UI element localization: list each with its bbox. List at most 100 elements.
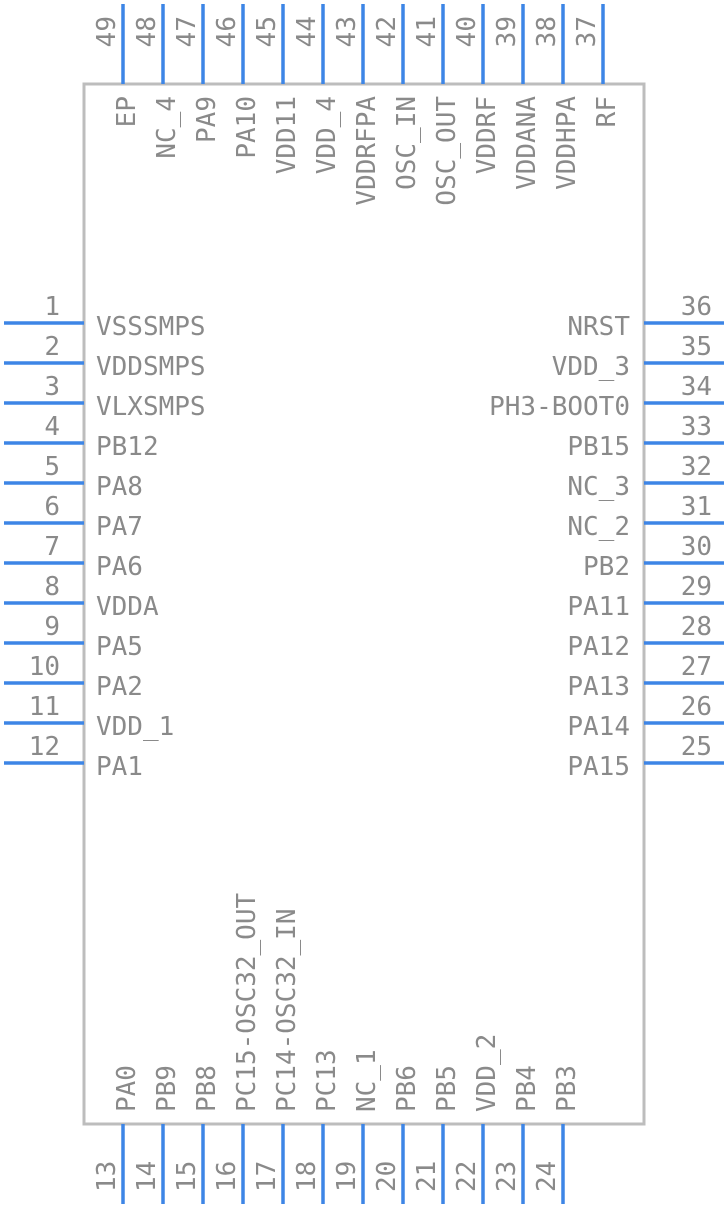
pin-label-vdd-1: VDD_1 — [96, 712, 174, 742]
pin-label-pb6: PB6 — [392, 1065, 422, 1112]
pin-label-pa5: PA5 — [96, 632, 143, 662]
pin-label-pa1: PA1 — [96, 752, 143, 782]
pin-number-20: 20 — [372, 1161, 402, 1192]
pin-label-pa0: PA0 — [112, 1065, 142, 1112]
pin-number-16: 16 — [212, 1161, 242, 1192]
pin-label-pa7: PA7 — [96, 512, 143, 542]
pin-label-pa10: PA10 — [232, 96, 262, 159]
pin-label-vdda: VDDA — [96, 592, 159, 622]
pin-number-4: 4 — [44, 412, 60, 442]
pin-number-46: 46 — [212, 16, 242, 47]
pin-number-27: 27 — [681, 652, 712, 682]
pin-number-23: 23 — [492, 1161, 522, 1192]
pin-number-47: 47 — [172, 16, 202, 47]
pin-number-21: 21 — [412, 1161, 442, 1192]
pin-number-18: 18 — [292, 1161, 322, 1192]
pin-label-pc15-osc32-out: PC15-OSC32_OUT — [232, 893, 262, 1112]
pin-label-pa9: PA9 — [192, 96, 222, 143]
pin-label-nrst: NRST — [567, 312, 630, 342]
pin-number-28: 28 — [681, 612, 712, 642]
pin-number-7: 7 — [44, 532, 60, 562]
pin-number-40: 40 — [452, 16, 482, 47]
pin-number-49: 49 — [92, 16, 122, 47]
pin-label-nc-1: NC_1 — [352, 1049, 382, 1112]
pins-layer: 1VSSSMPS2VDDSMPS3VLXSMPS4PB125PA86PA77PA… — [4, 4, 724, 1204]
pin-label-pb15: PB15 — [567, 432, 630, 462]
pin-label-vddhpa: VDDHPA — [552, 96, 582, 190]
pin-number-8: 8 — [44, 572, 60, 602]
pin-label-pc14-osc32-in: PC14-OSC32_IN — [272, 909, 302, 1113]
pin-number-13: 13 — [92, 1161, 122, 1192]
pin-label-vdd-2: VDD_2 — [472, 1034, 502, 1112]
pin-label-pb9: PB9 — [152, 1065, 182, 1112]
pin-number-3: 3 — [44, 372, 60, 402]
pin-label-pb12: PB12 — [96, 432, 159, 462]
pin-label-pb5: PB5 — [432, 1065, 462, 1112]
pin-label-pb8: PB8 — [192, 1065, 222, 1112]
pin-number-22: 22 — [452, 1161, 482, 1192]
pin-label-pb4: PB4 — [512, 1065, 542, 1112]
pin-number-41: 41 — [412, 16, 442, 47]
pin-label-pa13: PA13 — [567, 672, 630, 702]
pin-label-vddsmps: VDDSMPS — [96, 352, 206, 382]
pin-number-44: 44 — [292, 16, 322, 47]
pin-label-pb3: PB3 — [552, 1065, 582, 1112]
pin-label-osc-in: OSC_IN — [392, 96, 422, 190]
pin-number-24: 24 — [532, 1161, 562, 1192]
pin-number-6: 6 — [44, 492, 60, 522]
pin-number-34: 34 — [681, 372, 712, 402]
pin-number-1: 1 — [44, 292, 60, 322]
pin-number-29: 29 — [681, 572, 712, 602]
pin-label-vdd-3: VDD_3 — [552, 352, 630, 382]
pin-number-38: 38 — [532, 16, 562, 47]
pin-number-26: 26 — [681, 692, 712, 722]
pin-number-31: 31 — [681, 492, 712, 522]
pin-label-pc13: PC13 — [312, 1049, 342, 1112]
pin-label-pa11: PA11 — [567, 592, 630, 622]
pin-number-37: 37 — [572, 16, 602, 47]
pin-number-25: 25 — [681, 732, 712, 762]
pin-number-45: 45 — [252, 16, 282, 47]
pin-label-ep: EP — [112, 96, 142, 127]
pin-number-9: 9 — [44, 612, 60, 642]
pin-number-42: 42 — [372, 16, 402, 47]
pin-label-nc-2: NC_2 — [567, 512, 630, 542]
pin-label-vdd-4: VDD_4 — [312, 96, 342, 174]
pin-label-vddrfpa: VDDRFPA — [352, 96, 382, 206]
pin-number-35: 35 — [681, 332, 712, 362]
pin-label-vdd11: VDD11 — [272, 96, 302, 174]
pin-label-rf: RF — [592, 96, 622, 127]
pin-label-pa6: PA6 — [96, 552, 143, 582]
pin-label-vddana: VDDANA — [512, 96, 542, 190]
pin-label-ph3-boot0: PH3-BOOT0 — [489, 392, 630, 422]
pin-label-pa2: PA2 — [96, 672, 143, 702]
pin-number-36: 36 — [681, 292, 712, 322]
pin-label-pa15: PA15 — [567, 752, 630, 782]
pin-number-12: 12 — [29, 732, 60, 762]
pin-label-vsssmps: VSSSMPS — [96, 312, 206, 342]
pin-label-nc-3: NC_3 — [567, 472, 630, 502]
pin-number-17: 17 — [252, 1161, 282, 1192]
pin-label-osc-out: OSC_OUT — [432, 96, 462, 206]
pin-label-pa14: PA14 — [567, 712, 630, 742]
pin-label-pa8: PA8 — [96, 472, 143, 502]
pin-number-15: 15 — [172, 1161, 202, 1192]
pin-number-33: 33 — [681, 412, 712, 442]
pin-label-nc-4: NC_4 — [152, 96, 182, 159]
pin-number-30: 30 — [681, 532, 712, 562]
pin-number-32: 32 — [681, 452, 712, 482]
pin-number-14: 14 — [132, 1161, 162, 1192]
pin-label-pb2: PB2 — [583, 552, 630, 582]
pin-number-11: 11 — [29, 692, 60, 722]
pin-number-48: 48 — [132, 16, 162, 47]
pin-label-pa12: PA12 — [567, 632, 630, 662]
pin-number-5: 5 — [44, 452, 60, 482]
pin-label-vlxsmps: VLXSMPS — [96, 392, 206, 422]
pin-number-39: 39 — [492, 16, 522, 47]
pin-label-vddrf: VDDRF — [472, 96, 502, 174]
ic-body — [82, 82, 646, 1126]
pin-number-43: 43 — [332, 16, 362, 47]
pin-number-2: 2 — [44, 332, 60, 362]
pin-number-19: 19 — [332, 1161, 362, 1192]
